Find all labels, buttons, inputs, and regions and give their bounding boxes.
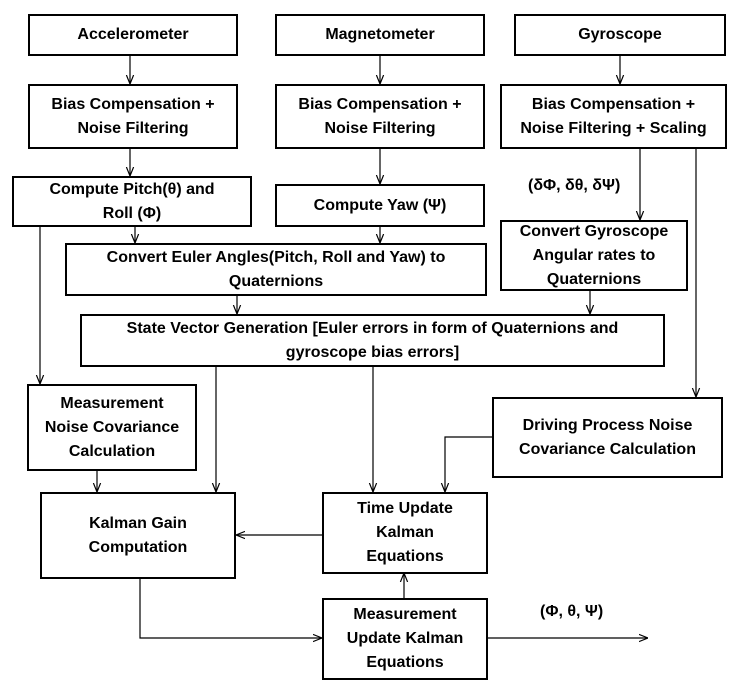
accelerometer-box: Accelerometer — [28, 14, 238, 56]
arrow-driving-noise-to-time-update — [445, 436, 492, 492]
bias-gyro-box: Bias Compensation + Noise Filtering + Sc… — [500, 84, 727, 149]
convert-gyro-box: Convert Gyroscope Angular rates to Quate… — [500, 220, 688, 291]
driving-noise-box: Driving Process Noise Covariance Calcula… — [492, 397, 723, 478]
gyroscope-box: Gyroscope — [514, 14, 726, 56]
time-update-box: Time Update Kalman Equations — [322, 492, 488, 574]
measurement-noise-box: Measurement Noise Covariance Calculation — [27, 384, 197, 471]
measurement-update-box: Measurement Update Kalman Equations — [322, 598, 488, 680]
arrow-kalman-gain-to-meas-update — [139, 578, 322, 638]
convert-euler-box: Convert Euler Angles(Pitch, Roll and Yaw… — [65, 243, 487, 296]
compute-pitch-roll-box: Compute Pitch(θ) and Roll (Φ) — [12, 176, 252, 227]
bias-mag-box: Bias Compensation + Noise Filtering — [275, 84, 485, 149]
gyro-rates-label: (δΦ, δθ, δΨ) — [528, 177, 621, 194]
magnetometer-box: Magnetometer — [275, 14, 485, 56]
state-vector-box: State Vector Generation [Euler errors in… — [80, 314, 665, 367]
output-label: (Φ, θ, Ψ) — [540, 603, 604, 620]
compute-yaw-box: Compute Yaw (Ψ) — [275, 184, 485, 227]
kalman-gain-box: Kalman Gain Computation — [40, 492, 236, 579]
bias-accel-box: Bias Compensation + Noise Filtering — [28, 84, 238, 149]
